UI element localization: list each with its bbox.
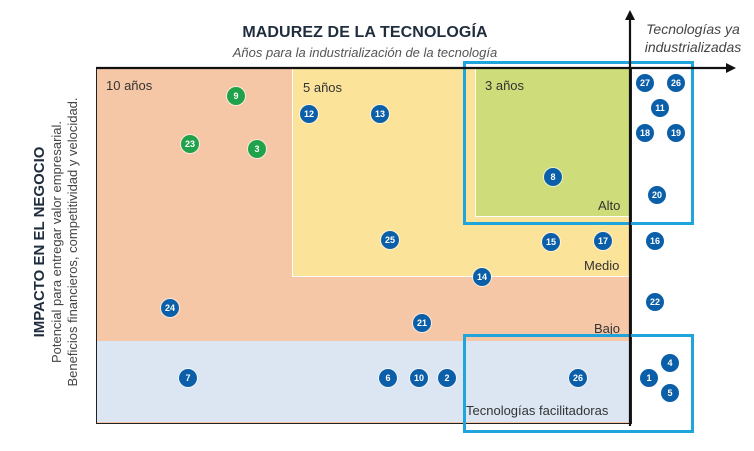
industrialized-note: Tecnologías ya industrializadas [634,20,752,56]
industrialized-note-line1: Tecnologías ya [646,21,740,37]
technology-marker: 22 [646,293,664,311]
technology-marker: 27 [636,74,654,92]
technology-marker: 9 [227,87,245,105]
technology-marker: 4 [661,354,679,372]
technology-marker: 18 [636,124,654,142]
diagram-subtitle: Años para la industrialización de la tec… [232,45,498,60]
technology-marker: 26 [667,74,685,92]
highlight-box-top [463,61,694,225]
highlight-box-bottom [463,334,694,433]
zone-3-years [475,69,631,217]
technology-marker: 13 [371,105,389,123]
technology-marker: 11 [651,99,669,117]
technology-marker: 19 [667,124,685,142]
label-5-years: 5 años [303,80,343,95]
technology-marker: 17 [594,232,612,250]
technology-marker: 10 [410,369,428,387]
label-medio: Medio [584,258,620,273]
label-enabling-technologies: Tecnologías facilitadoras [466,403,609,418]
technology-marker: 26 [569,369,587,387]
technology-marker: 24 [161,299,179,317]
technology-marker: 21 [413,314,431,332]
technology-marker: 5 [661,384,679,402]
label-alto: Alto [598,198,621,213]
label-bajo: Bajo [594,321,621,336]
x-axis-arrowhead [726,63,736,73]
technology-marker: 7 [179,369,197,387]
technology-marker: 25 [381,231,399,249]
technology-marker: 20 [648,186,666,204]
technology-marker: 16 [646,232,664,250]
technology-marker: 15 [542,233,560,251]
technology-marker: 6 [379,369,397,387]
label-10-years: 10 años [106,78,153,93]
technology-marker: 23 [181,135,199,153]
label-3-years: 3 años [485,78,525,93]
technology-marker: 1 [640,369,658,387]
technology-marker: 3 [248,140,266,158]
technology-marker: 12 [300,105,318,123]
technology-marker: 14 [473,268,491,286]
technology-marker: 2 [438,369,456,387]
y-axis-arrowhead [625,10,635,20]
diagram-title: MADUREZ DE LA TECNOLOGÍA [242,24,488,41]
industrialized-note-line2: industrializadas [644,39,742,55]
technology-marker: 8 [544,168,562,186]
